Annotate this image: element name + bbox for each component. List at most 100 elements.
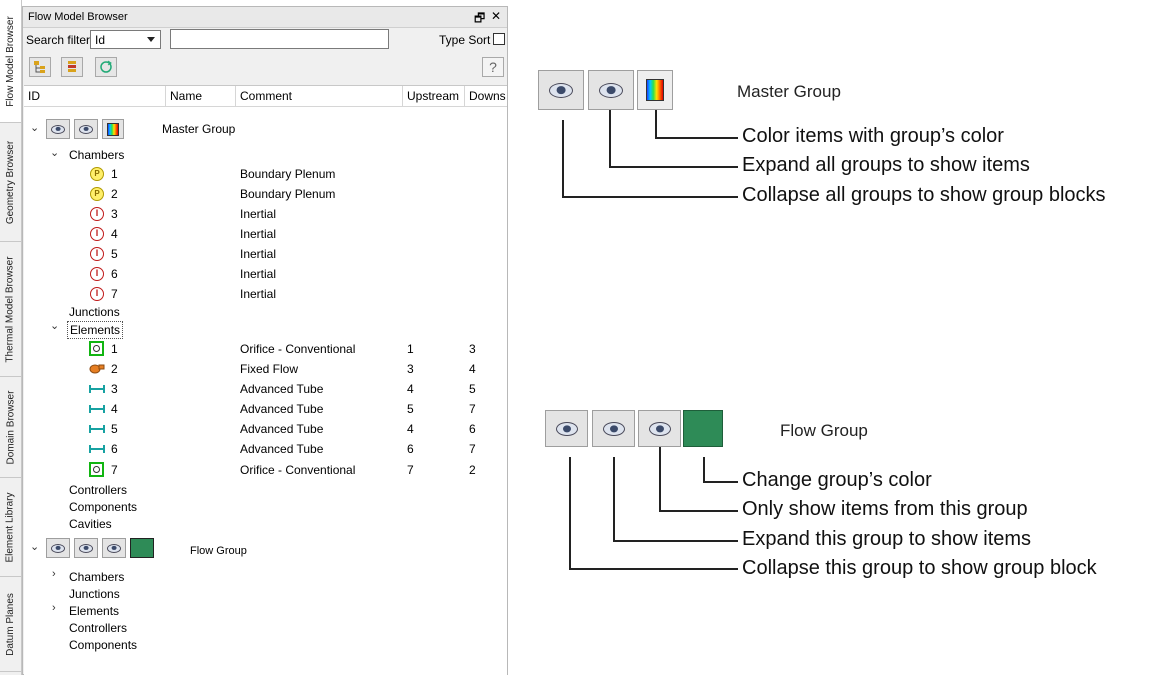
chamber-comment: Inertial — [240, 287, 277, 301]
chamber-comment: Inertial — [240, 227, 277, 241]
close-icon[interactable]: ✕ — [491, 9, 502, 23]
tab-thermal-model-browser[interactable]: Thermal Model Browser — [0, 242, 21, 377]
chamber-id: 6 — [111, 267, 118, 281]
rainbow-icon — [107, 122, 119, 136]
eye-one-icon — [648, 421, 671, 436]
refresh-icon — [100, 60, 112, 73]
refresh-button[interactable] — [95, 57, 117, 77]
search-input[interactable] — [170, 29, 389, 49]
search-filter-value: Id — [95, 33, 106, 47]
element-upstream: 3 — [407, 362, 414, 376]
column-downstream[interactable]: Downs — [469, 89, 506, 103]
annotation-expand-group: Expand this group to show items — [742, 528, 1032, 550]
tab-flow-model-browser[interactable]: Flow Model Browser — [0, 0, 21, 123]
chamber-comment: Boundary Plenum — [240, 167, 336, 181]
show-only-group-button[interactable] — [102, 538, 126, 558]
chevron-down-icon[interactable]: ⌄ — [50, 320, 60, 332]
collapse-all-groups-illustration — [538, 70, 584, 110]
tab-domain-browser[interactable]: Domain Browser — [0, 377, 21, 478]
element-upstream: 4 — [407, 422, 414, 436]
inertial-icon: I — [90, 247, 104, 261]
tab-datum-planes[interactable]: Datum Planes — [0, 577, 21, 672]
tab-geometry-browser[interactable]: Geometry Browser — [0, 123, 21, 242]
chamber-comment: Inertial — [240, 247, 277, 261]
element-comment: Advanced Tube — [240, 442, 324, 456]
cavities-folder[interactable]: Cavities — [69, 517, 112, 531]
connector-line — [655, 110, 657, 138]
components-folder[interactable]: Components — [69, 500, 138, 514]
element-upstream: 5 — [407, 402, 414, 416]
column-upstream[interactable]: Upstream — [403, 86, 465, 106]
search-filter-select[interactable]: Id — [90, 30, 161, 49]
group-color-swatch[interactable] — [130, 538, 154, 558]
eye-minus-icon — [51, 543, 65, 553]
element-id: 4 — [111, 402, 118, 416]
help-button[interactable]: ? — [482, 57, 504, 77]
plenum-icon: P — [90, 167, 104, 181]
type-sort-checkbox[interactable] — [493, 33, 505, 45]
annotation-expand-all: Expand all groups to show items — [742, 154, 1030, 176]
chevron-right-icon[interactable]: › — [52, 568, 56, 580]
chamber-id: 1 — [111, 167, 118, 181]
element-comment: Advanced Tube — [240, 422, 324, 436]
flow-components-folder[interactable]: Components — [69, 638, 138, 652]
float-icon[interactable]: 🗗 — [474, 11, 486, 25]
element-downstream: 2 — [469, 463, 476, 477]
side-tab-bar: Flow Model Browser Geometry Browser Ther… — [0, 0, 22, 675]
chevron-down-icon[interactable]: ⌄ — [30, 541, 40, 553]
connector-line — [569, 568, 738, 570]
element-downstream: 7 — [469, 442, 476, 456]
tree-icon — [34, 61, 45, 73]
expand-all-groups-button[interactable] — [74, 119, 98, 139]
controllers-folder[interactable]: Controllers — [69, 483, 128, 497]
expand-group-button[interactable] — [74, 538, 98, 558]
column-comment[interactable]: Comment — [236, 86, 403, 106]
connector-line — [609, 166, 738, 168]
connector-line — [659, 447, 661, 511]
orifice-icon — [89, 341, 104, 356]
eye-one-icon — [107, 543, 121, 553]
chevron-down-icon[interactable]: ⌄ — [50, 147, 60, 159]
orifice-icon — [89, 462, 104, 477]
type-sort-label: Type Sort — [439, 33, 491, 47]
element-upstream: 4 — [407, 382, 414, 396]
collapse-group-button[interactable] — [46, 538, 70, 558]
chambers-folder[interactable]: Chambers — [69, 148, 125, 162]
column-id[interactable]: ID — [24, 86, 166, 106]
chevron-right-icon[interactable]: › — [52, 602, 56, 614]
tube-icon — [89, 405, 105, 413]
flow-chambers-folder[interactable]: Chambers — [69, 570, 125, 584]
collapse-group-illustration — [545, 410, 588, 447]
flow-elements-folder[interactable]: Elements — [69, 604, 120, 618]
flow-group-label: Flow Group — [190, 545, 247, 557]
tree-expand-button[interactable] — [29, 57, 51, 77]
element-upstream: 6 — [407, 442, 414, 456]
flow-controllers-folder[interactable]: Controllers — [69, 621, 128, 635]
flow-junctions-folder[interactable]: Junctions — [69, 587, 120, 601]
chamber-id: 4 — [111, 227, 118, 241]
junctions-folder[interactable]: Junctions — [69, 305, 120, 319]
master-group-title: Master Group — [737, 82, 841, 101]
element-downstream: 5 — [469, 382, 476, 396]
master-group-label: Master Group — [162, 122, 236, 136]
color-items-button[interactable] — [102, 119, 124, 139]
eye-minus-icon — [555, 421, 578, 436]
chamber-id: 7 — [111, 287, 118, 301]
element-comment: Advanced Tube — [240, 402, 324, 416]
column-name[interactable]: Name — [166, 86, 236, 106]
group-color-illustration — [683, 410, 723, 447]
chamber-comment: Boundary Plenum — [240, 187, 336, 201]
collapse-all-groups-button[interactable] — [46, 119, 70, 139]
chevron-down-icon[interactable]: ⌄ — [30, 122, 40, 134]
tree-list-button[interactable] — [61, 57, 83, 77]
tab-element-library[interactable]: Element Library — [0, 478, 21, 577]
connector-line — [562, 196, 738, 198]
element-id: 6 — [111, 442, 118, 456]
element-downstream: 4 — [469, 362, 476, 376]
element-id: 7 — [111, 463, 118, 477]
chevron-down-icon — [147, 37, 155, 42]
inertial-icon: I — [90, 207, 104, 221]
chamber-id: 5 — [111, 247, 118, 261]
elements-folder[interactable]: Elements — [67, 321, 124, 339]
annotation-collapse-group: Collapse this group to show group block — [742, 557, 1097, 579]
